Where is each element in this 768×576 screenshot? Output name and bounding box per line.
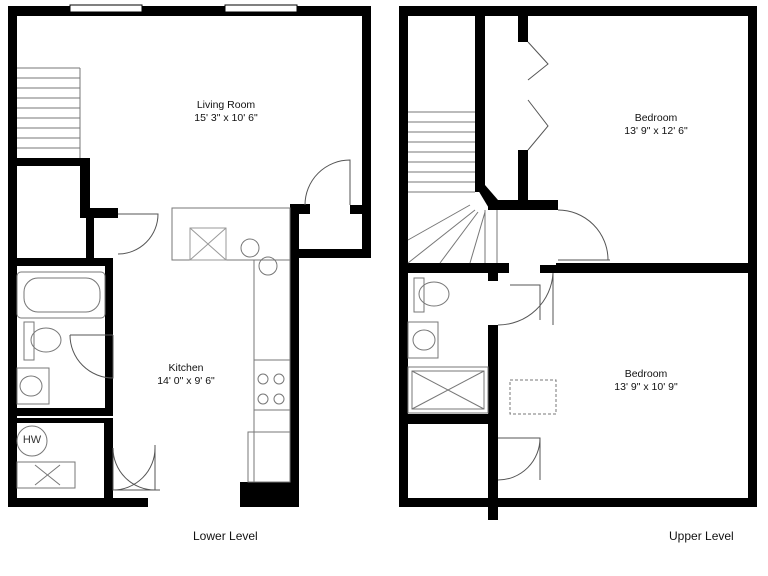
lower-level-plan: [8, 4, 371, 507]
kitchen-dims: 14' 0" x 9' 6": [157, 375, 215, 387]
upper-stairs: [407, 111, 498, 264]
lower-doors: [69, 159, 351, 491]
lower-windows: [69, 4, 298, 13]
kitchen-counters: [171, 207, 291, 483]
upper-walls: [399, 6, 757, 520]
lower-stairs: [17, 67, 81, 158]
living-room-name: Living Room: [196, 99, 256, 111]
upper-doors: [497, 41, 610, 481]
water-heater-label: HW: [22, 434, 42, 446]
living-room-label: Living Room 15' 3" x 10' 6": [150, 99, 302, 125]
upper-bedroom-name: Bedroom: [634, 112, 678, 124]
lower-walls: [8, 6, 371, 507]
kitchen-name: Kitchen: [168, 362, 204, 374]
upper-level-label: Upper Level: [669, 529, 734, 543]
lower-bedroom-label: Bedroom 13' 9" x 10' 9": [570, 368, 722, 394]
lower-bath-fixtures: [16, 271, 106, 489]
living-room-dims: 15' 3" x 10' 6": [194, 112, 258, 124]
lower-bedroom-dims: 13' 9" x 10' 9": [614, 381, 678, 393]
upper-bath-fixtures: [407, 277, 557, 415]
kitchen-label: Kitchen 14' 0" x 9' 6": [110, 362, 262, 388]
lower-bedroom-name: Bedroom: [624, 368, 668, 380]
upper-bedroom-dims: 13' 9" x 12' 6": [624, 125, 688, 137]
upper-bedroom-label: Bedroom 13' 9" x 12' 6": [580, 112, 732, 138]
upper-level-plan: [399, 6, 757, 520]
lower-level-label: Lower Level: [193, 529, 258, 543]
